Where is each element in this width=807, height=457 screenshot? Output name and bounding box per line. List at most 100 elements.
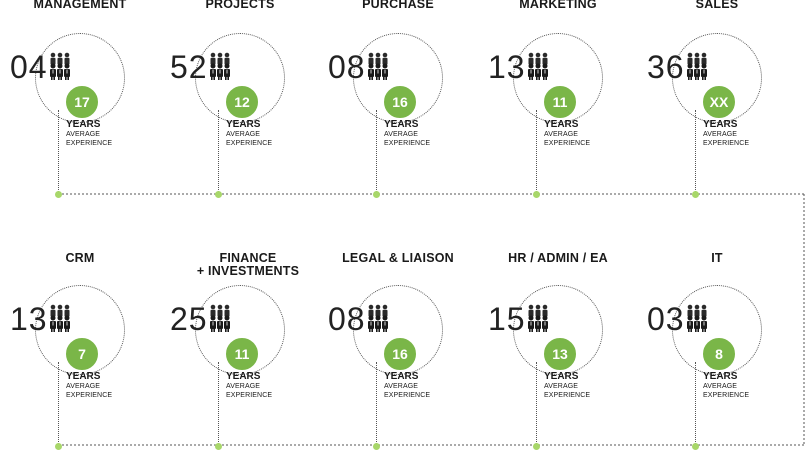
count-ring	[513, 33, 603, 123]
average-label: AVERAGE	[226, 383, 261, 390]
connector-line	[695, 362, 696, 446]
connector-line	[695, 110, 696, 194]
years-label: YEARS	[703, 371, 738, 382]
experience-badge: 11	[542, 84, 578, 120]
connector-node	[55, 191, 62, 198]
years-label: YEARS	[66, 119, 101, 130]
average-label: AVERAGE	[66, 131, 101, 138]
connector-line	[536, 110, 537, 194]
average-label: AVERAGE	[226, 131, 261, 138]
connector-node	[215, 191, 222, 198]
experience-badge: 16	[382, 336, 418, 372]
team-icon	[208, 304, 232, 337]
department-card-sales: SALES 36 XX YEARS AVERAGE EXPERIENCE	[637, 0, 797, 205]
department-title: PURCHASE	[362, 0, 434, 11]
connector-node	[215, 443, 222, 450]
department-title: MANAGEMENT	[33, 0, 127, 11]
staff-count: 36	[647, 49, 685, 85]
average-label: AVERAGE	[66, 383, 101, 390]
department-title: SALES	[695, 0, 739, 11]
department-title: FINANCE + INVESTMENTS	[196, 251, 300, 278]
years-label: YEARS	[384, 371, 419, 382]
average-label: AVERAGE	[703, 131, 738, 138]
team-icon	[526, 52, 550, 85]
staff-count: 52	[170, 49, 208, 85]
count-ring	[35, 33, 125, 123]
experience-badge: 17	[64, 84, 100, 120]
team-icon	[48, 52, 72, 85]
department-card-purchase: PURCHASE 08 16 YEARS AVERAGE EXPERIENCE	[318, 0, 478, 205]
experience-label: EXPERIENCE	[703, 140, 750, 147]
staff-count: 08	[328, 49, 366, 85]
experience-label: EXPERIENCE	[66, 392, 113, 399]
count-ring	[353, 33, 443, 123]
staff-count: 15	[488, 301, 526, 337]
experience-badge: 7	[64, 336, 100, 372]
count-ring	[513, 285, 603, 375]
connector-node	[692, 443, 699, 450]
connector-node	[373, 443, 380, 450]
count-ring	[35, 285, 125, 375]
years-label: YEARS	[544, 119, 579, 130]
count-ring	[195, 285, 285, 375]
experience-badge: 12	[224, 84, 260, 120]
experience-label: EXPERIENCE	[544, 140, 591, 147]
team-icon	[208, 52, 232, 85]
connector-node	[533, 443, 540, 450]
experience-label: EXPERIENCE	[66, 140, 113, 147]
experience-badge: 11	[224, 336, 260, 372]
experience-label: EXPERIENCE	[384, 140, 431, 147]
team-icon	[366, 304, 390, 337]
years-label: YEARS	[703, 119, 738, 130]
department-card-crm: CRM 13 7 YEARS AVERAGE EXPERIENCE	[0, 252, 160, 457]
department-card-finance: FINANCE + INVESTMENTS 25 11 YEARS AVERAG…	[160, 252, 320, 457]
staff-count: 13	[488, 49, 526, 85]
years-label: YEARS	[544, 371, 579, 382]
department-title: MARKETING	[519, 0, 597, 11]
team-icon	[685, 304, 709, 337]
experience-label: EXPERIENCE	[544, 392, 591, 399]
experience-label: EXPERIENCE	[226, 140, 273, 147]
count-ring	[672, 285, 762, 375]
staff-count: 08	[328, 301, 366, 337]
average-label: AVERAGE	[384, 131, 419, 138]
team-icon	[48, 304, 72, 337]
connector-node	[533, 191, 540, 198]
experience-badge: 16	[382, 84, 418, 120]
connector-node	[692, 191, 699, 198]
average-label: AVERAGE	[544, 131, 579, 138]
count-ring	[195, 33, 285, 123]
count-ring	[353, 285, 443, 375]
connector-line	[218, 362, 219, 446]
years-label: YEARS	[66, 371, 101, 382]
department-card-hr: HR / ADMIN / EA 15 13 YEARS AVERAGE EXPE…	[478, 252, 638, 457]
connector-line	[58, 362, 59, 446]
department-title: CRM	[65, 251, 95, 265]
count-ring	[672, 33, 762, 123]
average-label: AVERAGE	[384, 383, 419, 390]
department-title: LEGAL & LIAISON	[342, 251, 454, 265]
department-card-marketing: MARKETING 13 11 YEARS AVERAGE EXPERIENCE	[478, 0, 638, 205]
connector-line	[218, 110, 219, 194]
experience-label: EXPERIENCE	[226, 392, 273, 399]
experience-label: EXPERIENCE	[703, 392, 750, 399]
connector-line	[376, 362, 377, 446]
connector-node	[373, 191, 380, 198]
experience-badge: XX	[701, 84, 737, 120]
staff-count: 03	[647, 301, 685, 337]
connector-node	[55, 443, 62, 450]
department-card-it: IT 03 8 YEARS AVERAGE EXPERIENCE	[637, 252, 797, 457]
connector-line	[58, 110, 59, 194]
years-label: YEARS	[226, 119, 261, 130]
experience-badge: 8	[701, 336, 737, 372]
staff-count: 04	[10, 49, 48, 85]
experience-label: EXPERIENCE	[384, 392, 431, 399]
staff-count: 13	[10, 301, 48, 337]
department-title: IT	[711, 251, 723, 265]
years-label: YEARS	[384, 119, 419, 130]
department-card-legal: LEGAL & LIAISON 08 16 YEARS AVERAGE EXPE…	[318, 252, 478, 457]
average-label: AVERAGE	[703, 383, 738, 390]
experience-badge: 13	[542, 336, 578, 372]
department-card-management: MANAGEMENT 04 17 YEARS AVERAGE EXPERIENC…	[0, 0, 160, 205]
